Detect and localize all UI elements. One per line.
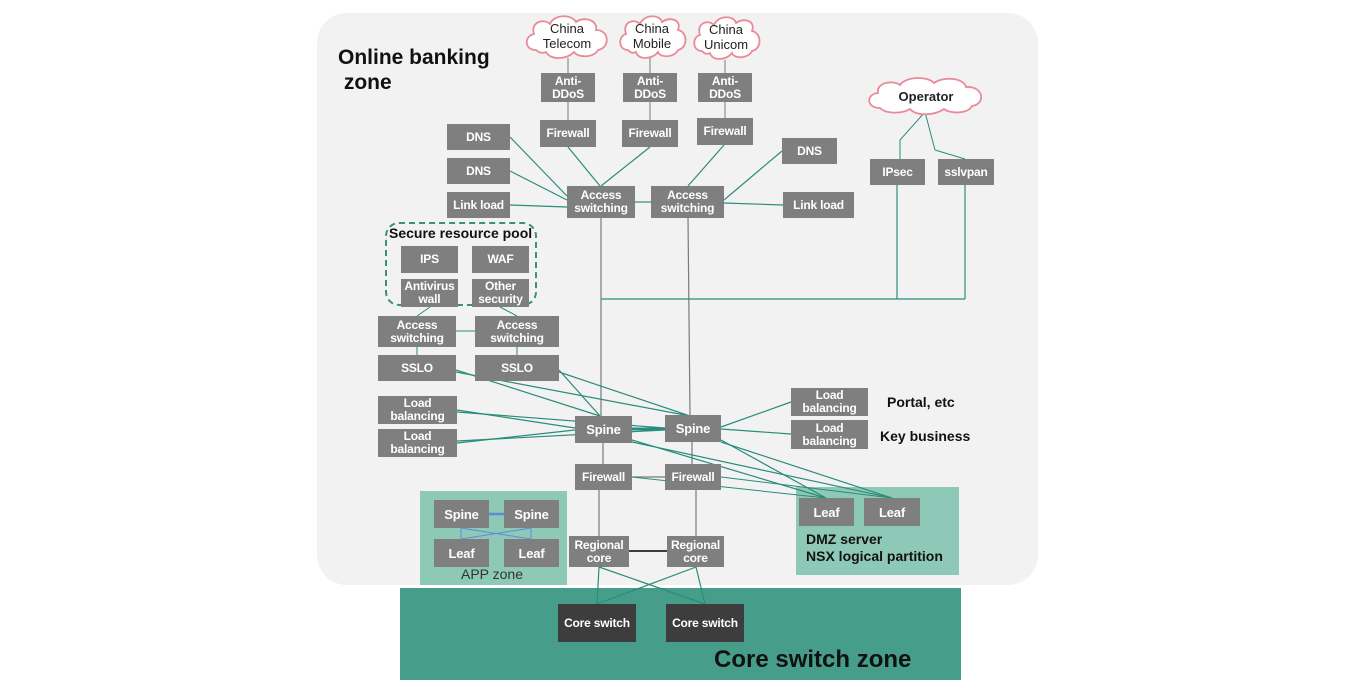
antivirus-wall-node: Antivirus wall bbox=[401, 279, 458, 307]
link-line bbox=[509, 204, 568, 208]
regional-core-node-1: Regional core bbox=[569, 536, 629, 567]
app-leaf-node-1: Leaf bbox=[434, 539, 489, 567]
access-switching-node-3: Access switching bbox=[378, 316, 456, 347]
firewall-isp-node-3: Firewall bbox=[697, 118, 753, 145]
cloud-icon bbox=[868, 77, 982, 116]
cloud-icon bbox=[619, 15, 687, 59]
link-line bbox=[416, 306, 431, 317]
dns-node-2: DNS bbox=[447, 158, 510, 184]
link-line bbox=[720, 441, 893, 499]
firewall-node-2: Firewall bbox=[665, 464, 721, 490]
link-line bbox=[720, 428, 792, 435]
dns-node-3: DNS bbox=[782, 138, 837, 164]
link-line bbox=[899, 111, 926, 141]
link-line bbox=[631, 439, 827, 499]
firewall-node-1: Firewall bbox=[575, 464, 632, 490]
cloud-china-unicom: China Unicom bbox=[690, 13, 762, 61]
link-line bbox=[934, 149, 966, 160]
other-security-node: Other security bbox=[472, 279, 529, 307]
sslvpan-node: sslvpan bbox=[938, 159, 994, 185]
link-line bbox=[456, 429, 576, 444]
online-banking-zone-title: Online banking zone bbox=[338, 46, 490, 94]
spine-node-1: Spine bbox=[575, 416, 632, 443]
link-line bbox=[687, 144, 725, 187]
link-line bbox=[720, 476, 893, 499]
link-line bbox=[596, 566, 600, 605]
link-line bbox=[460, 527, 532, 540]
firewall-isp-node-2: Firewall bbox=[622, 120, 678, 147]
link-load-node-1: Link load bbox=[447, 192, 510, 218]
portal-label: Portal, etc bbox=[887, 394, 955, 410]
dmz-leaf-node-1: Leaf bbox=[799, 498, 854, 526]
spine-node-2: Spine bbox=[665, 415, 721, 442]
link-line bbox=[695, 566, 706, 605]
link-line bbox=[456, 409, 576, 429]
secure-resource-pool-title: Secure resource pool bbox=[389, 225, 533, 241]
load-balancing-node-4: Load balancing bbox=[791, 420, 868, 449]
regional-core-node-2: Regional core bbox=[667, 536, 724, 567]
cloud-label: China Mobile bbox=[632, 21, 672, 51]
link-line bbox=[631, 476, 827, 499]
access-switching-node-4: Access switching bbox=[475, 316, 559, 347]
secure-resource-pool-box bbox=[385, 222, 537, 306]
link-line bbox=[558, 371, 691, 417]
link-line bbox=[567, 146, 601, 187]
app-leaf-node-2: Leaf bbox=[504, 539, 559, 567]
load-balancing-node-3: Load balancing bbox=[791, 388, 868, 416]
cloud-label: Operator bbox=[898, 88, 954, 104]
load-balancing-node-1: Load balancing bbox=[378, 396, 457, 424]
access-switching-node-1: Access switching bbox=[567, 186, 635, 218]
link-line bbox=[723, 202, 784, 206]
cloud-operator: Operator bbox=[864, 76, 988, 116]
firewall-isp-node-1: Firewall bbox=[540, 120, 596, 147]
link-line bbox=[598, 566, 706, 605]
cloud-icon bbox=[693, 16, 761, 60]
core-switch-zone-title: Core switch zone bbox=[714, 646, 912, 673]
anti-ddos-node-3: Anti- DDoS bbox=[698, 73, 752, 102]
core-switch-node-2: Core switch bbox=[666, 604, 744, 642]
dmz-zone-title: DMZ server NSX logical partition bbox=[806, 531, 943, 564]
link-line bbox=[558, 369, 601, 417]
anti-ddos-node-1: Anti- DDoS bbox=[541, 73, 595, 102]
dns-node-1: DNS bbox=[447, 124, 510, 150]
sslo-node-2: SSLO bbox=[475, 355, 559, 381]
link-line bbox=[924, 111, 936, 151]
access-switching-node-2: Access switching bbox=[651, 186, 724, 218]
app-zone-title: APP zone bbox=[461, 566, 524, 582]
load-balancing-node-2: Load balancing bbox=[378, 429, 457, 457]
anti-ddos-node-2: Anti- DDoS bbox=[623, 73, 677, 102]
cloud-china-mobile: China Mobile bbox=[616, 12, 688, 60]
dmz-leaf-node-2: Leaf bbox=[864, 498, 920, 526]
link-line bbox=[600, 146, 651, 187]
cloud-china-telecom: China Telecom bbox=[522, 12, 612, 60]
link-line bbox=[509, 170, 568, 201]
core-switch-node-1: Core switch bbox=[558, 604, 636, 642]
cloud-label: China Unicom bbox=[703, 22, 749, 52]
waf-node: WAF bbox=[472, 246, 529, 273]
link-line bbox=[720, 439, 827, 499]
sslo-node-1: SSLO bbox=[378, 355, 456, 381]
link-line bbox=[509, 136, 568, 197]
link-line bbox=[596, 566, 697, 605]
link-line bbox=[720, 401, 792, 428]
ipsec-node: IPsec bbox=[870, 159, 925, 185]
link-line bbox=[687, 217, 691, 416]
app-spine-node-2: Spine bbox=[504, 500, 559, 528]
ips-node: IPS bbox=[401, 246, 458, 273]
link-line bbox=[631, 441, 893, 499]
link-line bbox=[499, 306, 518, 317]
app-spine-node-1: Spine bbox=[434, 500, 489, 528]
link-line bbox=[723, 150, 783, 201]
cloud-icon bbox=[525, 15, 608, 59]
key-business-label: Key business bbox=[880, 428, 971, 444]
cloud-label: China Telecom bbox=[542, 21, 592, 51]
link-load-node-2: Link load bbox=[783, 192, 854, 218]
